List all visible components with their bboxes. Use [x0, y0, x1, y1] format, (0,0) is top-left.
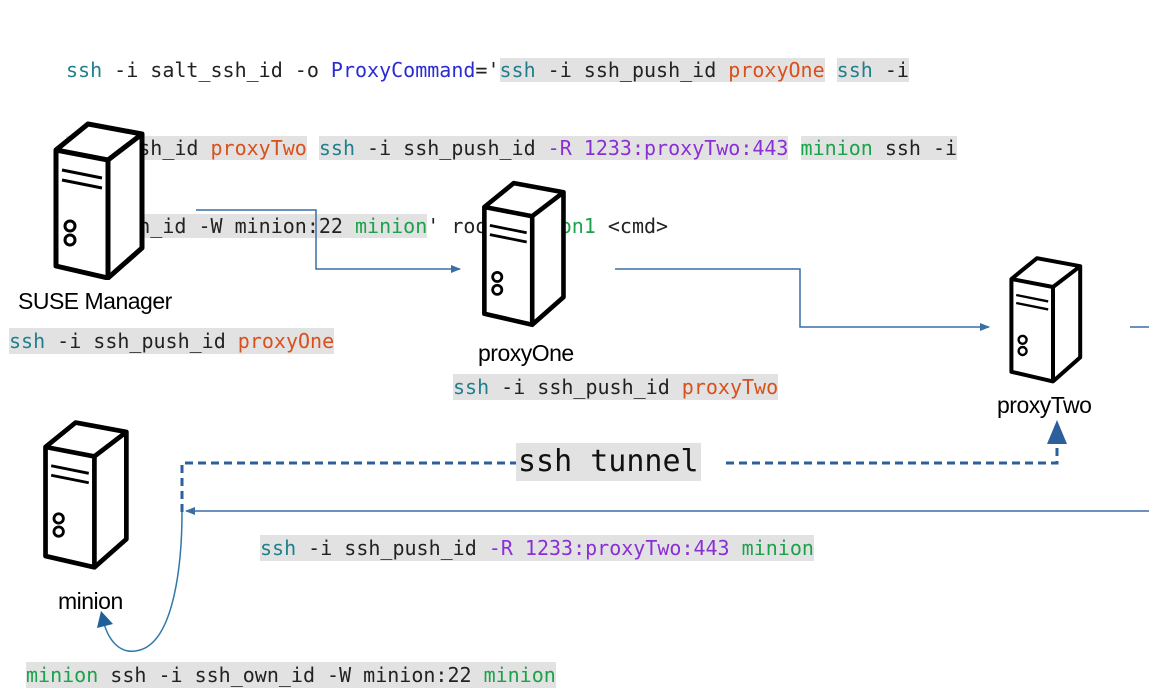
server-icon-proxyone	[477, 178, 569, 333]
command-proxyone: ssh -i ssh_push_id proxyTwo	[453, 374, 779, 400]
ssh-tunnel-label: ssh tunnel	[516, 443, 701, 481]
command-segment: <cmd>	[595, 214, 669, 238]
command-segment: proxyTwo	[210, 136, 307, 160]
connector-proxyone-to-proxytwo	[615, 268, 990, 331]
command-segment: minion	[26, 663, 99, 687]
command-segment: -i ssh_push_id	[296, 536, 489, 560]
minion-self-loop	[102, 511, 183, 653]
command-segment: ssh	[260, 536, 297, 560]
ssh-tunnel-line	[180, 438, 1059, 512]
command-segment: ='	[475, 58, 500, 82]
command-segment: minion	[741, 536, 814, 560]
server-icon-minion	[38, 418, 132, 575]
top-command-line-2: ssh_push_id proxyTwo ssh -i ssh_push_id …	[66, 135, 958, 161]
command-segment: -R 1233:proxyTwo:443	[488, 536, 730, 560]
command-proxytwo: ssh -i ssh_push_id -R 1233:proxyTwo:443 …	[260, 535, 814, 561]
command-segment: ProxyCommand	[330, 58, 476, 82]
server-icon	[43, 420, 129, 570]
command-segment: proxyOne	[237, 329, 335, 353]
top-command-line-1: ssh -i salt_ssh_id -o ProxyCommand='ssh …	[66, 57, 957, 83]
command-segment: -R 1233:proxyTwo:443	[547, 136, 789, 160]
command-segment: minion	[800, 136, 873, 160]
node-label-suse-manager: SUSE Manager	[18, 288, 172, 314]
command-segment: -i ssh_push_id	[489, 375, 682, 399]
command-segment: ssh	[836, 58, 873, 82]
minion-self-loop-arrowhead	[97, 611, 113, 628]
node-label-proxyone: proxyOne	[478, 340, 574, 366]
command-minion: minion ssh -i ssh_own_id -W minion:22 mi…	[26, 662, 556, 688]
command-segment: -i ssh_push_id	[535, 58, 729, 82]
command-segment: minion	[483, 663, 556, 687]
command-segment: ssh	[499, 58, 536, 82]
command-segment: ssh	[66, 58, 103, 82]
server-icon	[1009, 256, 1083, 384]
command-segment: ssh -i ssh_own_id -W minion:22	[98, 663, 484, 687]
node-label-minion: minion	[58, 588, 123, 614]
command-segment: proxyTwo	[681, 375, 779, 399]
server-icon-suse-manager	[48, 120, 148, 285]
server-icon	[482, 180, 566, 328]
command-segment: -i	[872, 58, 909, 82]
command-segment: minion	[354, 214, 428, 238]
command-segment: -i ssh_push_id	[45, 329, 238, 353]
command-segment: ssh -i	[872, 136, 958, 160]
command-segment: -i salt_ssh_id -o	[102, 58, 331, 82]
command-segment: ssh	[453, 375, 490, 399]
command-segment: ssh	[9, 329, 46, 353]
top-command: ssh -i salt_ssh_id -o ProxyCommand=' ssh …	[66, 5, 958, 291]
connector-suse-to-proxyone	[196, 209, 461, 273]
node-label-proxytwo: proxyTwo	[997, 392, 1092, 418]
server-icon-proxytwo	[1005, 254, 1085, 389]
command-segment: proxyOne	[728, 58, 825, 82]
command-suse-manager: ssh -i ssh_push_id proxyOne	[9, 328, 335, 354]
server-icon	[53, 121, 145, 281]
command-segment	[730, 536, 742, 560]
command-segment: ssh	[318, 136, 355, 160]
ssh-tunnel-arrowhead	[1047, 420, 1067, 444]
command-segment: -i ssh_push_id	[355, 136, 548, 160]
